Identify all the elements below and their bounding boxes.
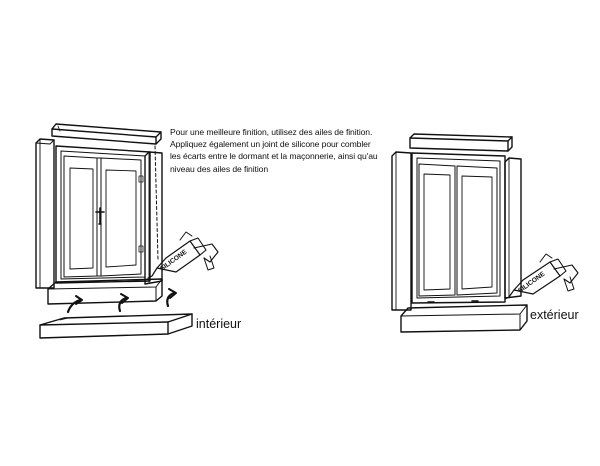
caption-line-4: niveau des ailes de finition: [170, 163, 269, 174]
exterior-label: extérieur: [530, 308, 579, 322]
right-masonry-pillar: [144, 151, 163, 285]
top-finishing-wing-exterior: [409, 133, 513, 152]
bottom-finishing-wing: [39, 313, 193, 339]
caption-line-2: Appliquez également un joint de silicone…: [170, 139, 371, 150]
window-handle: [95, 207, 105, 225]
sill-block-exterior: [400, 304, 528, 333]
window-frame-exterior: [411, 152, 506, 304]
interior-label: intérieur: [196, 317, 242, 331]
caption-line-3: les écarts entre le dormant et la maçonn…: [170, 151, 378, 162]
left-masonry-pillar: [35, 138, 55, 289]
caption-line-1: Pour une meilleure finition, utilisez de…: [170, 127, 373, 137]
left-masonry-pillar-exterior: [391, 151, 412, 311]
instruction-caption: Pour une meilleure finition, utilisez de…: [170, 126, 390, 175]
silicone-joint-dashed-line: [154, 145, 159, 261]
window-frame: [55, 145, 151, 284]
sill-block: [47, 278, 163, 305]
silicone-gun-interior: SILICONE: [147, 231, 219, 279]
exterior-window-illustration: SILICONE: [391, 133, 579, 333]
insert-arrows: [66, 288, 177, 314]
silicone-gun-exterior: SILICONE: [504, 253, 579, 300]
right-masonry-pillar-exterior: [504, 157, 522, 299]
top-finishing-wing: [51, 123, 162, 145]
